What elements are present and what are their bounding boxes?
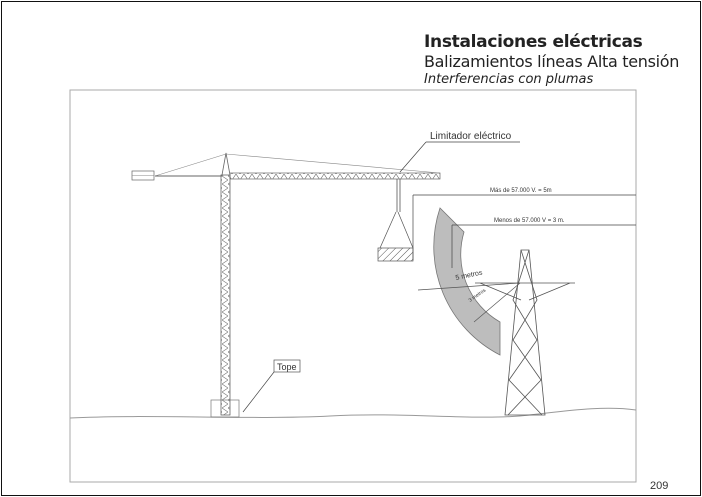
crane-mast <box>220 174 231 416</box>
load-slings <box>379 211 414 249</box>
ground-line <box>69 407 637 419</box>
clearance-zone <box>433 207 501 356</box>
power-pylon <box>475 249 575 416</box>
crane-base <box>210 399 240 418</box>
pylon-crossarm <box>475 282 575 301</box>
five-m-radius-line <box>417 282 521 291</box>
limiter-leader-line <box>399 141 427 173</box>
over-57kv-label: Más de 57.000 V. = 5m <box>490 188 552 194</box>
stop-label: Tope <box>277 362 297 372</box>
page-number: 209 <box>650 480 669 492</box>
pylon-frame <box>504 249 546 416</box>
load <box>377 247 414 262</box>
drawing-frame <box>69 89 637 483</box>
limiter-label: Limitador eléctrico <box>430 131 512 142</box>
crane-jib <box>229 172 441 180</box>
page-subtitle: Balizamientos líneas Alta tensión <box>424 52 680 71</box>
tower-crane <box>131 152 441 418</box>
three-m-label: 3 metros <box>468 287 488 303</box>
crane-peak <box>221 152 231 176</box>
stop-leader-line <box>242 371 275 413</box>
counter-jib-tie-line <box>154 153 227 177</box>
stop-label-box <box>273 359 301 373</box>
page-title: Instalaciones eléctricas <box>424 32 643 52</box>
jib-tie-line <box>225 153 441 174</box>
under-57kv-label: Menos de 57.000 V = 3 m. <box>494 218 565 224</box>
section-title: Interferencias con plumas <box>424 72 594 87</box>
three-m-radius-line <box>473 282 521 323</box>
